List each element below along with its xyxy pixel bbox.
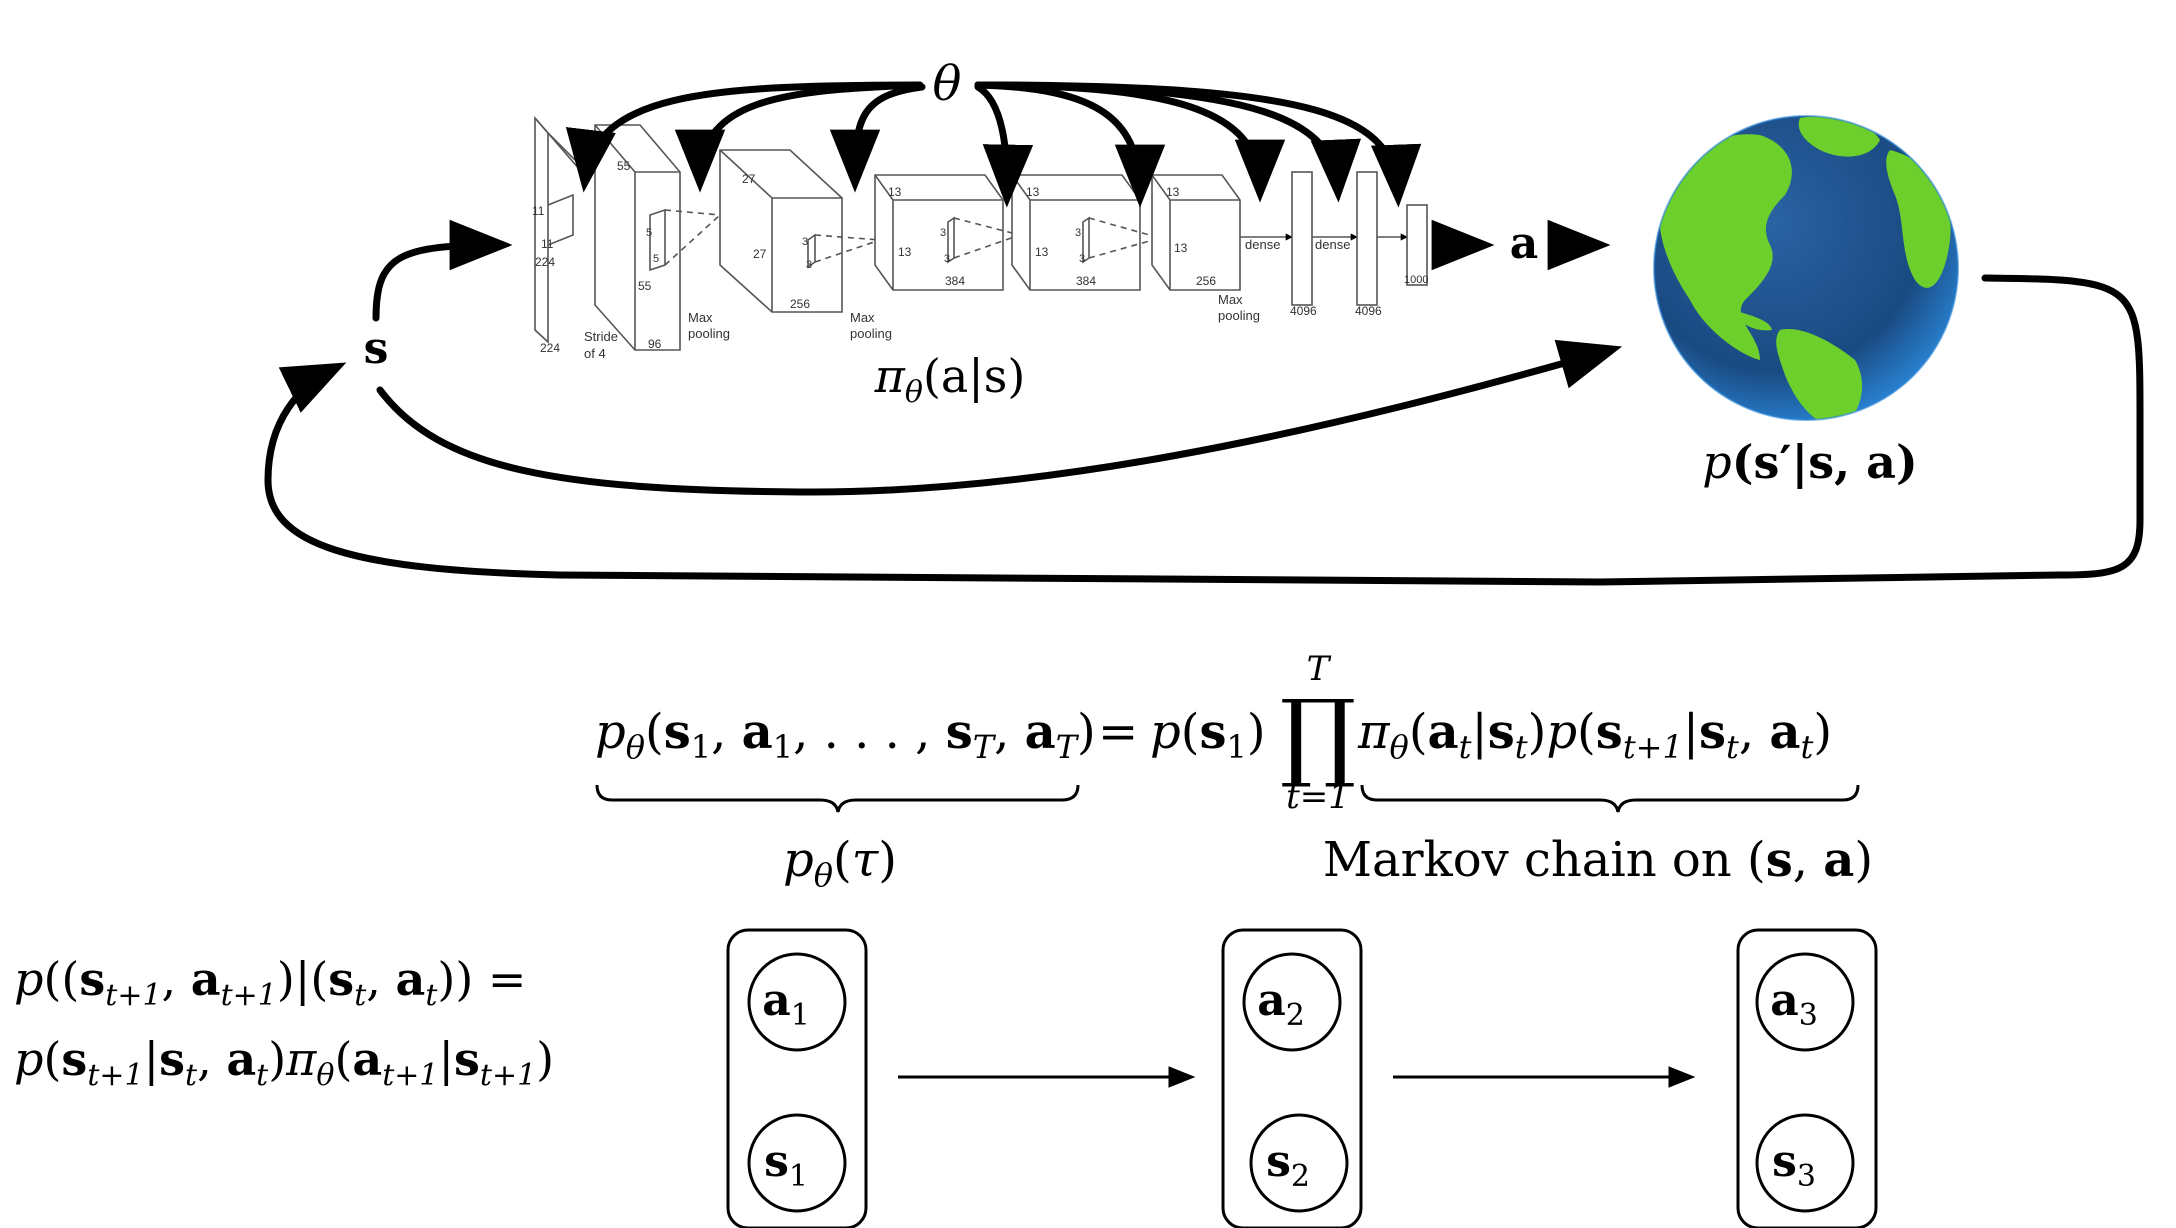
cnn-conv3: 13 13 384 3 3	[874, 174, 1021, 291]
pool2-label-1: Max	[850, 310, 875, 325]
pool5-label-1: Max	[1218, 292, 1243, 307]
brace-left-label: pθ(τ)	[783, 832, 897, 894]
chain-node-3-a: a3	[1770, 975, 1818, 1033]
product-symbol: ∏	[1280, 679, 1356, 791]
input-k2: 11	[541, 237, 554, 251]
chain-node-1-s: s1	[764, 1136, 808, 1194]
state-to-cnn-arrow	[372, 219, 513, 322]
state-loops	[264, 219, 2144, 586]
markov-chain: a1 s1 a2 s2 a3 s3	[726, 928, 1878, 1228]
product-upper: T	[1307, 649, 1332, 689]
conv2-k2: 3	[806, 259, 812, 271]
stride-label-1: Stride	[584, 329, 618, 344]
conv2-k1: 3	[802, 236, 808, 248]
conv1-k2: 5	[653, 253, 659, 265]
brace-right-label: Markov chain on (s, a)	[1323, 832, 1873, 888]
input-d1: 224	[535, 255, 555, 269]
conv3-d2: 13	[898, 245, 912, 259]
dense2-label: dense	[1315, 237, 1350, 252]
equation-lhs: pθ(s1, a1, . . . , sT, aT)	[595, 704, 1096, 766]
conv4-d2: 13	[1035, 245, 1049, 259]
left-brace	[595, 784, 1080, 813]
equation-eq: =	[1098, 704, 1138, 760]
conv2-d2: 27	[753, 247, 767, 261]
equation-rhs: πθ(at|st)p(st+1|st, at)	[1357, 704, 1832, 766]
conv3-depth: 384	[945, 274, 965, 288]
conv2-d1: 27	[742, 172, 756, 186]
conv4-d1: 13	[1026, 185, 1040, 199]
pool5-label-2: pooling	[1218, 308, 1260, 323]
chain-node-1: a1 s1	[726, 928, 868, 1228]
cnn-conv5: 13 13 256 Max pooling	[1151, 174, 1260, 323]
conv3-k2: 3	[944, 253, 950, 265]
cnn-conv1: 55 55 96 5 5 Max pooling	[594, 124, 730, 351]
input-k1: 11	[532, 204, 545, 218]
conv5-d1: 13	[1166, 185, 1180, 199]
pool1-label-2: pooling	[688, 326, 730, 341]
conv3-d1: 13	[888, 185, 902, 199]
cnn-dense: dense dense 4096 4096 1000	[1240, 171, 1428, 318]
conv5-d2: 13	[1174, 241, 1188, 255]
world-globe	[1653, 115, 1959, 421]
transition-equation: p((st+1, at+1)|(st, at)) = p(st+1|st, at…	[14, 952, 554, 1093]
transition-line1: p((st+1, at+1)|(st, at)) =	[14, 952, 526, 1013]
conv4-k2: 3	[1079, 253, 1085, 265]
dynamics-label: p(s′|s, a)	[1702, 435, 1917, 489]
state-to-world-arrow	[376, 339, 1623, 496]
chain-node-2-a: a2	[1257, 975, 1305, 1033]
chain-node-3-s: s3	[1772, 1136, 1816, 1194]
out-size: 1000	[1404, 274, 1428, 286]
conv4-k1: 3	[1075, 227, 1081, 239]
theta-label: θ	[933, 56, 962, 112]
pool2-label-2: pooling	[850, 326, 892, 341]
theta-arrows	[565, 81, 1422, 208]
state-label: s	[364, 323, 389, 374]
right-brace	[1360, 784, 1860, 813]
equation-prior: p(s1)	[1150, 704, 1266, 766]
conv1-d2: 55	[638, 279, 652, 293]
world-to-state-arrow	[264, 274, 2144, 586]
conv1-depth: 96	[648, 337, 662, 351]
trajectory-equation: pθ(s1, a1, . . . , sT, aT) = p(s1) T ∏ t…	[595, 649, 1873, 894]
dense1-label: dense	[1245, 237, 1280, 252]
chain-node-2-s: s2	[1266, 1136, 1310, 1194]
conv2-depth: 256	[790, 297, 810, 311]
chain-node-2: a2 s2	[1221, 928, 1363, 1228]
cnn-diagram: 11 11 224 224 Stride of 4 55 55 96 5 5 M…	[532, 115, 1428, 361]
product-lower: t=1	[1286, 777, 1350, 817]
stride-label-2: of 4	[584, 346, 606, 361]
conv4-depth: 384	[1076, 274, 1096, 288]
chain-node-1-a: a1	[762, 975, 810, 1033]
policy-label: πθ(a|s)	[874, 349, 1026, 410]
cnn-input: 11 11 224 224 Stride of 4	[532, 115, 618, 361]
conv3-k1: 3	[940, 227, 946, 239]
conv5-depth: 256	[1196, 274, 1216, 288]
cnn-conv2: 27 27 256 3 3 Max pooling	[719, 149, 892, 341]
chain-node-3: a3 s3	[1736, 928, 1878, 1228]
pool1-label-1: Max	[688, 310, 713, 325]
input-d2: 224	[540, 341, 560, 355]
dense2-size: 4096	[1355, 304, 1382, 318]
dense1-size: 4096	[1290, 304, 1317, 318]
conv1-d1: 55	[617, 159, 631, 173]
transition-line2: p(st+1|st, at)πθ(at+1|st+1)	[14, 1032, 554, 1093]
conv1-k1: 5	[646, 227, 652, 239]
action-label: a	[1510, 218, 1539, 269]
